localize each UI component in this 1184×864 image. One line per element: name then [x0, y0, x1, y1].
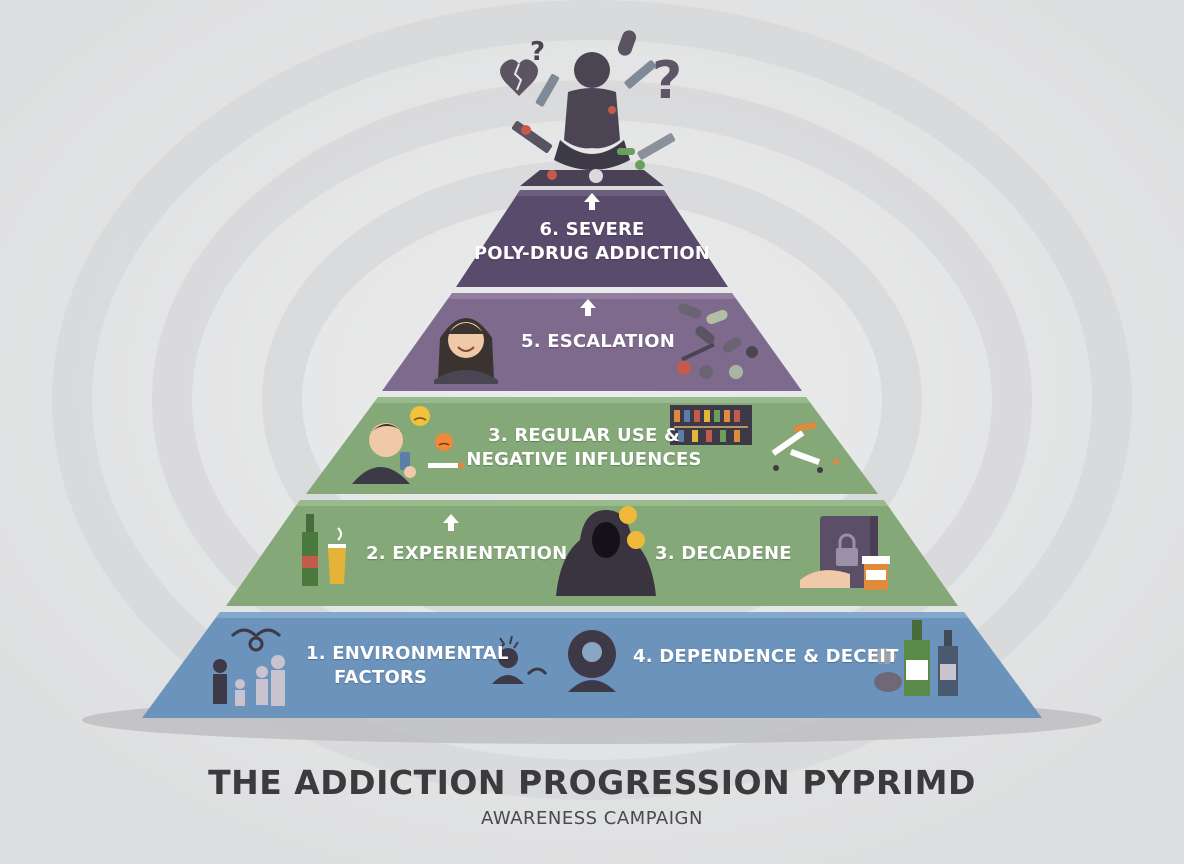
angry-emoji-icon: [619, 506, 645, 549]
arrow-up-icon: [584, 193, 600, 210]
tier-4-label-line1: 3. REGULAR USE &: [488, 425, 680, 446]
beer-glass-icon: [328, 527, 346, 584]
locked-book-icon: [800, 516, 878, 588]
pill-bottle-icon: [862, 556, 890, 590]
angry-emoji-icon: [410, 406, 453, 451]
svg-text:?: ?: [530, 37, 545, 67]
syringe-icon: [511, 60, 676, 160]
tier-3-right-text: 3. DECADENE: [655, 543, 792, 564]
tier-3-right-label: 3. DECADENE: [655, 542, 792, 566]
svg-text:?: ?: [652, 51, 682, 111]
tier-1-right-text: 4. DEPENDENCE & DECEIT: [633, 646, 899, 667]
hooded-figure-icon: [556, 510, 656, 596]
tier-4-label-line2: NEGATIVE INFLUENCES: [466, 449, 702, 470]
broken-heart-icon: [500, 59, 538, 96]
tier-5-label: 5. ESCALATION: [521, 330, 675, 354]
tier-1-left-line2: FACTORS: [334, 667, 428, 688]
question-mark-icon: ? ?: [530, 37, 682, 111]
pill-icon: [521, 30, 645, 183]
tier-3-left-text: 2. EXPERIENTATION: [366, 543, 568, 564]
tier-6-label-line2: POLY-DRUG ADDICTION: [473, 243, 711, 264]
pill-icon: [872, 648, 902, 692]
arrow-up-icon: [443, 514, 459, 531]
man-with-phone-icon: [352, 423, 416, 484]
pills-cluster-icon: [677, 303, 758, 379]
tier-1-left-line1: 1. ENVIRONMENTAL: [306, 643, 509, 664]
tier-3-left-label: 2. EXPERIENTATION: [366, 542, 567, 566]
tier-4-label: 3. REGULAR USE & NEGATIVE INFLUENCES: [464, 424, 704, 472]
subtitle: AWARENESS CAMPAIGN: [481, 808, 703, 829]
tier-5-band: [456, 190, 728, 287]
cigarette-icon: [428, 463, 464, 468]
tier-1-right-label: 4. DEPENDENCE & DECEIT: [633, 645, 899, 669]
tier-6-label: 6. SEVERE POLY-DRUG ADDICTION: [470, 218, 714, 266]
arrow-up-icon: [580, 299, 596, 316]
wine-bottle-icon: [904, 620, 958, 696]
tier-5-label-text: 5. ESCALATION: [521, 331, 675, 352]
beer-bottle-icon: [302, 514, 318, 586]
main-title: THE ADDICTION PROGRESSION PYPRIMD: [208, 763, 976, 802]
stressed-man-icon: [492, 635, 548, 684]
family-group-icon: [213, 628, 285, 706]
smiling-woman-icon: [434, 318, 498, 384]
tier-6-label-line1: 6. SEVERE: [539, 219, 645, 240]
head-silhouette-icon: [568, 630, 616, 692]
liquor-shelf-icon: [670, 405, 752, 445]
cigarette-icon: [771, 422, 839, 473]
person-figure-icon: [554, 52, 630, 170]
tier-1-left-label: 1. ENVIRONMENTAL FACTORS: [306, 642, 509, 690]
